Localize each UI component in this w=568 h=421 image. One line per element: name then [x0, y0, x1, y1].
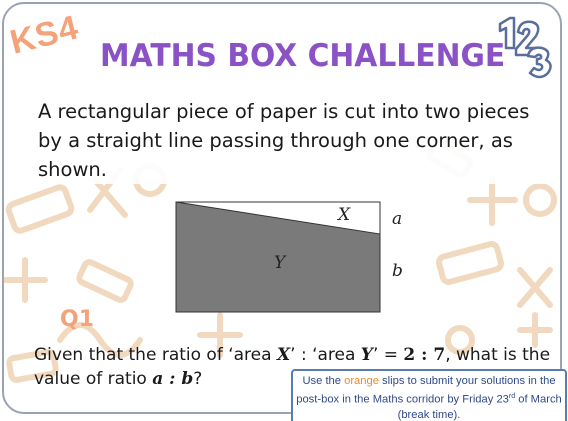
notice-orange-word: orange: [344, 375, 379, 387]
task-text-part: Given that the ratio of ‘area: [34, 345, 277, 365]
symbol-y: Y: [360, 345, 373, 365]
label-x: X: [336, 205, 351, 225]
page-title: MATHS BOX CHALLENGE: [100, 38, 506, 74]
symbol-x: X: [276, 345, 291, 365]
task-text-part: ’ : ‘area: [290, 345, 361, 365]
rectangle-diagram: X Y a b: [175, 201, 403, 313]
task-text-part: , what is the value of ratio: [34, 345, 551, 389]
notice-text: slips to submit your solutions in the po…: [296, 375, 556, 406]
question-number: Q1: [60, 307, 95, 332]
slide-frame: [2, 2, 562, 414]
task-text-part: ’ =: [372, 345, 404, 365]
task-text-part: ?: [193, 369, 203, 389]
notice-superscript: rd: [508, 393, 516, 400]
label-y: Y: [274, 253, 287, 273]
shaded-region-y: [175, 201, 381, 313]
question-text: A rectangular piece of paper is cut into…: [38, 97, 558, 184]
submission-notice: Use the orange slips to submit your solu…: [291, 369, 567, 421]
task-text: Given that the ratio of ‘area X’ : ‘area…: [34, 343, 554, 391]
notice-text: Use the: [302, 375, 345, 387]
background-doodles: [2, 140, 557, 383]
ratio-ab: a : b: [152, 369, 194, 389]
numbers-logo-icon: [498, 16, 552, 79]
label-b: b: [392, 261, 403, 281]
notice-text: of March (break time).: [397, 393, 562, 421]
ratio-value: 2 : 7: [403, 345, 446, 365]
label-a: a: [392, 209, 402, 229]
